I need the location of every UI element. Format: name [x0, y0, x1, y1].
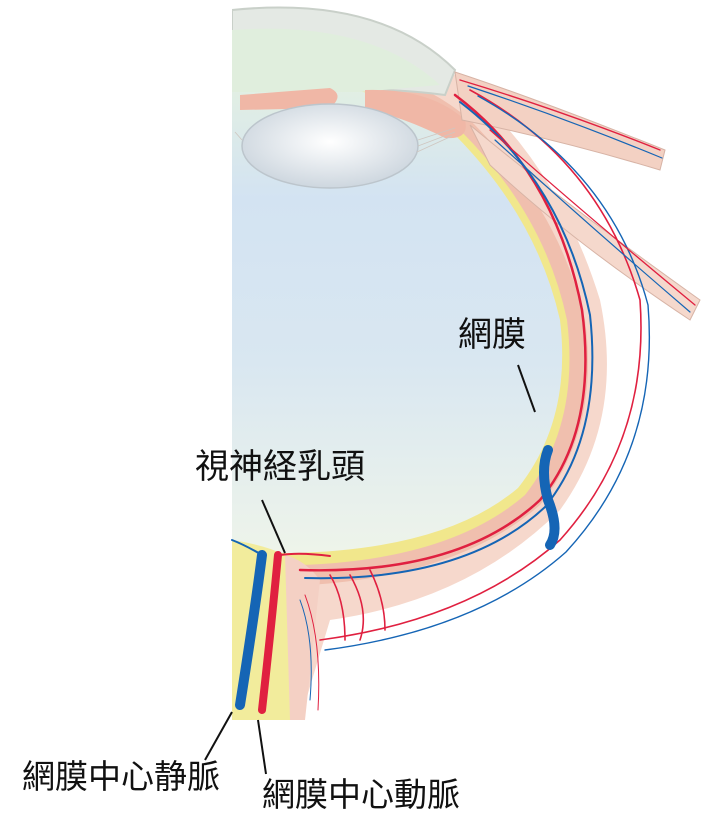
label-central-retinal-artery: 網膜中心動脈 [262, 778, 460, 811]
leader-artery [258, 720, 266, 774]
lens [242, 104, 418, 188]
label-retina: 網膜 [458, 318, 526, 352]
label-optic-disc: 視神経乳頭 [195, 450, 365, 484]
label-central-retinal-vein: 網膜中心静脈 [22, 760, 220, 793]
leader-vein [205, 712, 232, 760]
